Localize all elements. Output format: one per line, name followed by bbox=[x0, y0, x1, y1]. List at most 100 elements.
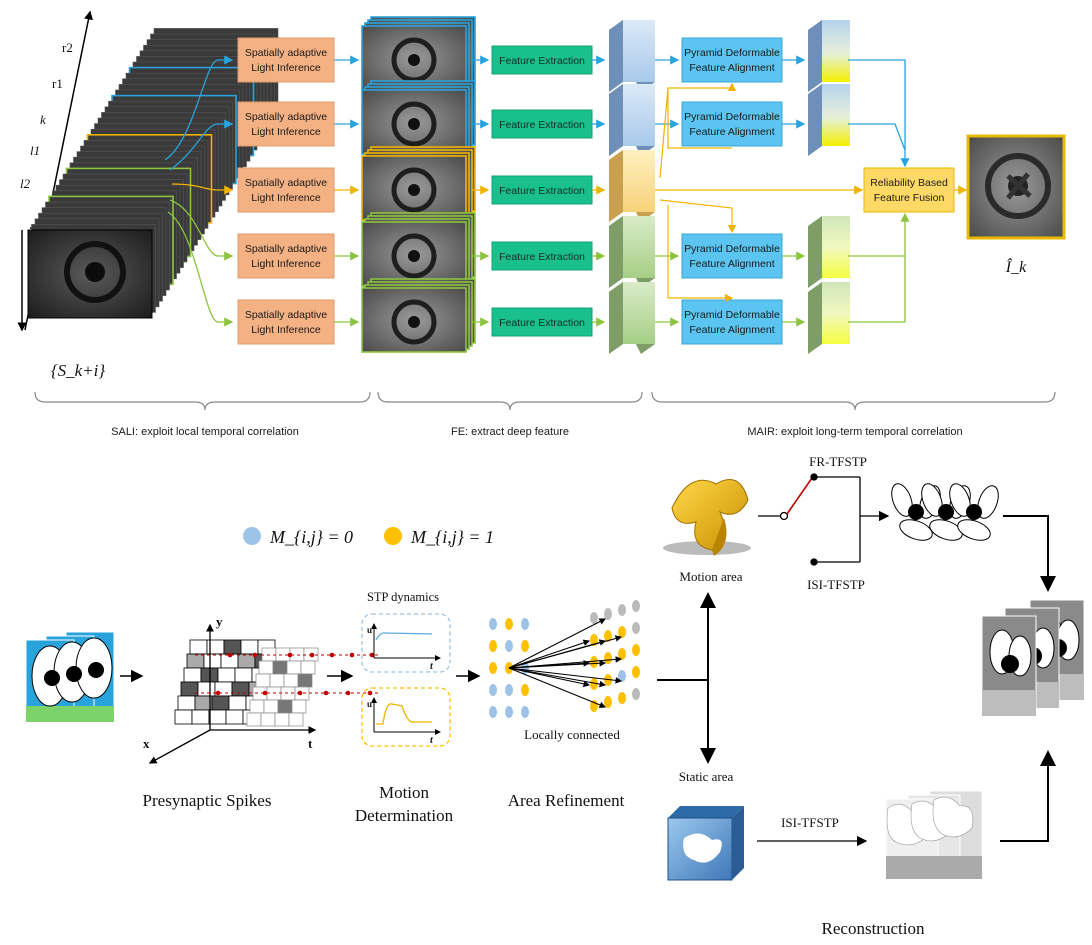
sali-line-1: Spatially adaptive bbox=[245, 177, 327, 189]
area-refinement-dots bbox=[489, 600, 640, 718]
stp-orange-plot: u t bbox=[361, 687, 451, 747]
label-isi-tfstp-top: ISI-TFSTP bbox=[807, 577, 865, 592]
grid-axis-x: x bbox=[143, 736, 150, 751]
result-frame-2 bbox=[981, 615, 1037, 717]
sali-line-2: Light Inference bbox=[251, 62, 321, 74]
arrow-motion-to-result bbox=[1003, 515, 1056, 592]
static-reconstruction bbox=[885, 790, 983, 880]
sali-line-1: Spatially adaptive bbox=[245, 309, 327, 321]
label-locally-connected: Locally connected bbox=[524, 727, 620, 742]
axis-label-l1: l1 bbox=[30, 143, 40, 158]
label-motion-line2: Determination bbox=[355, 806, 454, 825]
sali-line-2: Light Inference bbox=[251, 324, 321, 336]
label-isi-tfstp-bottom: ISI-TFSTP bbox=[781, 815, 839, 830]
input-spikes-label: {S_k+i} bbox=[51, 361, 106, 380]
brace-label-sali: SALI: exploit local temporal correlation bbox=[111, 426, 299, 438]
legend: M_{i,j} = 0 M_{i,j} = 1 bbox=[243, 527, 494, 547]
stp-title: STP dynamics bbox=[367, 590, 439, 604]
switch bbox=[758, 473, 890, 566]
stp-blue-t: t bbox=[430, 661, 434, 672]
sali-line-1: Spatially adaptive bbox=[245, 243, 327, 255]
stage-braces bbox=[34, 391, 1056, 411]
pdfa-line-2: Feature Alignment bbox=[689, 126, 774, 138]
pdfa-line-2: Feature Alignment bbox=[689, 324, 774, 336]
pdfa-line-2: Feature Alignment bbox=[689, 62, 774, 74]
motion-reconstruction bbox=[891, 483, 999, 541]
stp-orange-t: t bbox=[430, 735, 434, 746]
stream-axis-labels: r2 r1 k l1 l2 bbox=[20, 40, 73, 191]
spike-stream-stack bbox=[17, 10, 279, 332]
output-frame bbox=[966, 134, 1066, 240]
brace-label-mair: MAIR: exploit long-term temporal correla… bbox=[747, 426, 962, 438]
pdfa-line-1: Pyramid Deformable bbox=[684, 243, 780, 255]
output-label: Î_k bbox=[1005, 257, 1027, 276]
split-connector bbox=[657, 592, 716, 764]
label-fr-tfstp: FR-TFSTP bbox=[809, 454, 867, 469]
intensity-frames bbox=[361, 80, 476, 155]
legend-label-0: M_{i,j} = 0 bbox=[269, 527, 353, 547]
feature-block bbox=[609, 84, 655, 156]
arrow-static-to-result bbox=[1000, 750, 1056, 842]
label-motion-line1: Motion bbox=[379, 783, 430, 802]
fe-label: Feature Extraction bbox=[499, 119, 585, 131]
feature-block bbox=[609, 150, 655, 222]
fusion-box: Reliability Based Feature Fusion bbox=[863, 167, 955, 213]
input-frames bbox=[25, 631, 115, 723]
grid-axis-y: y bbox=[216, 614, 223, 629]
grid-axis-t: t bbox=[308, 736, 313, 751]
axis-label-k: k bbox=[40, 112, 46, 127]
axis-label-r2: r2 bbox=[62, 40, 73, 55]
legend-dot-0 bbox=[243, 527, 261, 545]
sali-line-2: Light Inference bbox=[251, 126, 321, 138]
reference-feature-connectors bbox=[659, 82, 737, 303]
intensity-frames bbox=[361, 146, 476, 221]
axis-label-r1: r1 bbox=[52, 76, 63, 91]
pdfa-line-1: Pyramid Deformable bbox=[684, 309, 780, 321]
feature-block bbox=[609, 216, 655, 288]
result-frames bbox=[981, 599, 1085, 717]
label-static-area: Static area bbox=[679, 769, 734, 784]
static-area-object bbox=[667, 806, 744, 881]
brace-label-fe: FE: extract deep feature bbox=[451, 426, 569, 438]
sali-line-2: Light Inference bbox=[251, 258, 321, 270]
legend-dot-1 bbox=[384, 527, 402, 545]
fe-label: Feature Extraction bbox=[499, 251, 585, 263]
feature-block bbox=[609, 20, 655, 92]
label-presynaptic-spikes: Presynaptic Spikes bbox=[143, 791, 272, 810]
label-reconstruction: Reconstruction bbox=[822, 919, 925, 938]
fan-2 bbox=[949, 483, 999, 541]
stream-to-sali-connectors bbox=[164, 55, 234, 327]
intensity-frames bbox=[361, 212, 476, 287]
aligned-feature-block bbox=[808, 282, 850, 354]
fe-box: Feature Extraction bbox=[491, 241, 593, 271]
intensity-frames bbox=[361, 278, 476, 353]
feature-block bbox=[609, 282, 655, 354]
fusion-line-1: Reliability Based bbox=[870, 177, 948, 189]
fe-box: Feature Extraction bbox=[491, 45, 593, 75]
intensity-frames bbox=[361, 16, 476, 91]
aligned-feature-block bbox=[808, 216, 850, 288]
motion-area-object bbox=[663, 479, 751, 556]
fe-box: Feature Extraction bbox=[491, 109, 593, 139]
label-motion-area: Motion area bbox=[679, 569, 742, 584]
fe-box: Feature Extraction bbox=[491, 307, 593, 337]
pdfa-line-1: Pyramid Deformable bbox=[684, 47, 780, 59]
aligned-feature-block bbox=[808, 84, 850, 156]
axis-label-l2: l2 bbox=[20, 176, 31, 191]
stp-blue-u: u bbox=[367, 625, 372, 635]
fe-label: Feature Extraction bbox=[499, 55, 585, 67]
fe-label: Feature Extraction bbox=[499, 185, 585, 197]
legend-label-1: M_{i,j} = 1 bbox=[410, 527, 494, 547]
pdfa-line-1: Pyramid Deformable bbox=[684, 111, 780, 123]
label-area-refinement: Area Refinement bbox=[508, 791, 625, 810]
